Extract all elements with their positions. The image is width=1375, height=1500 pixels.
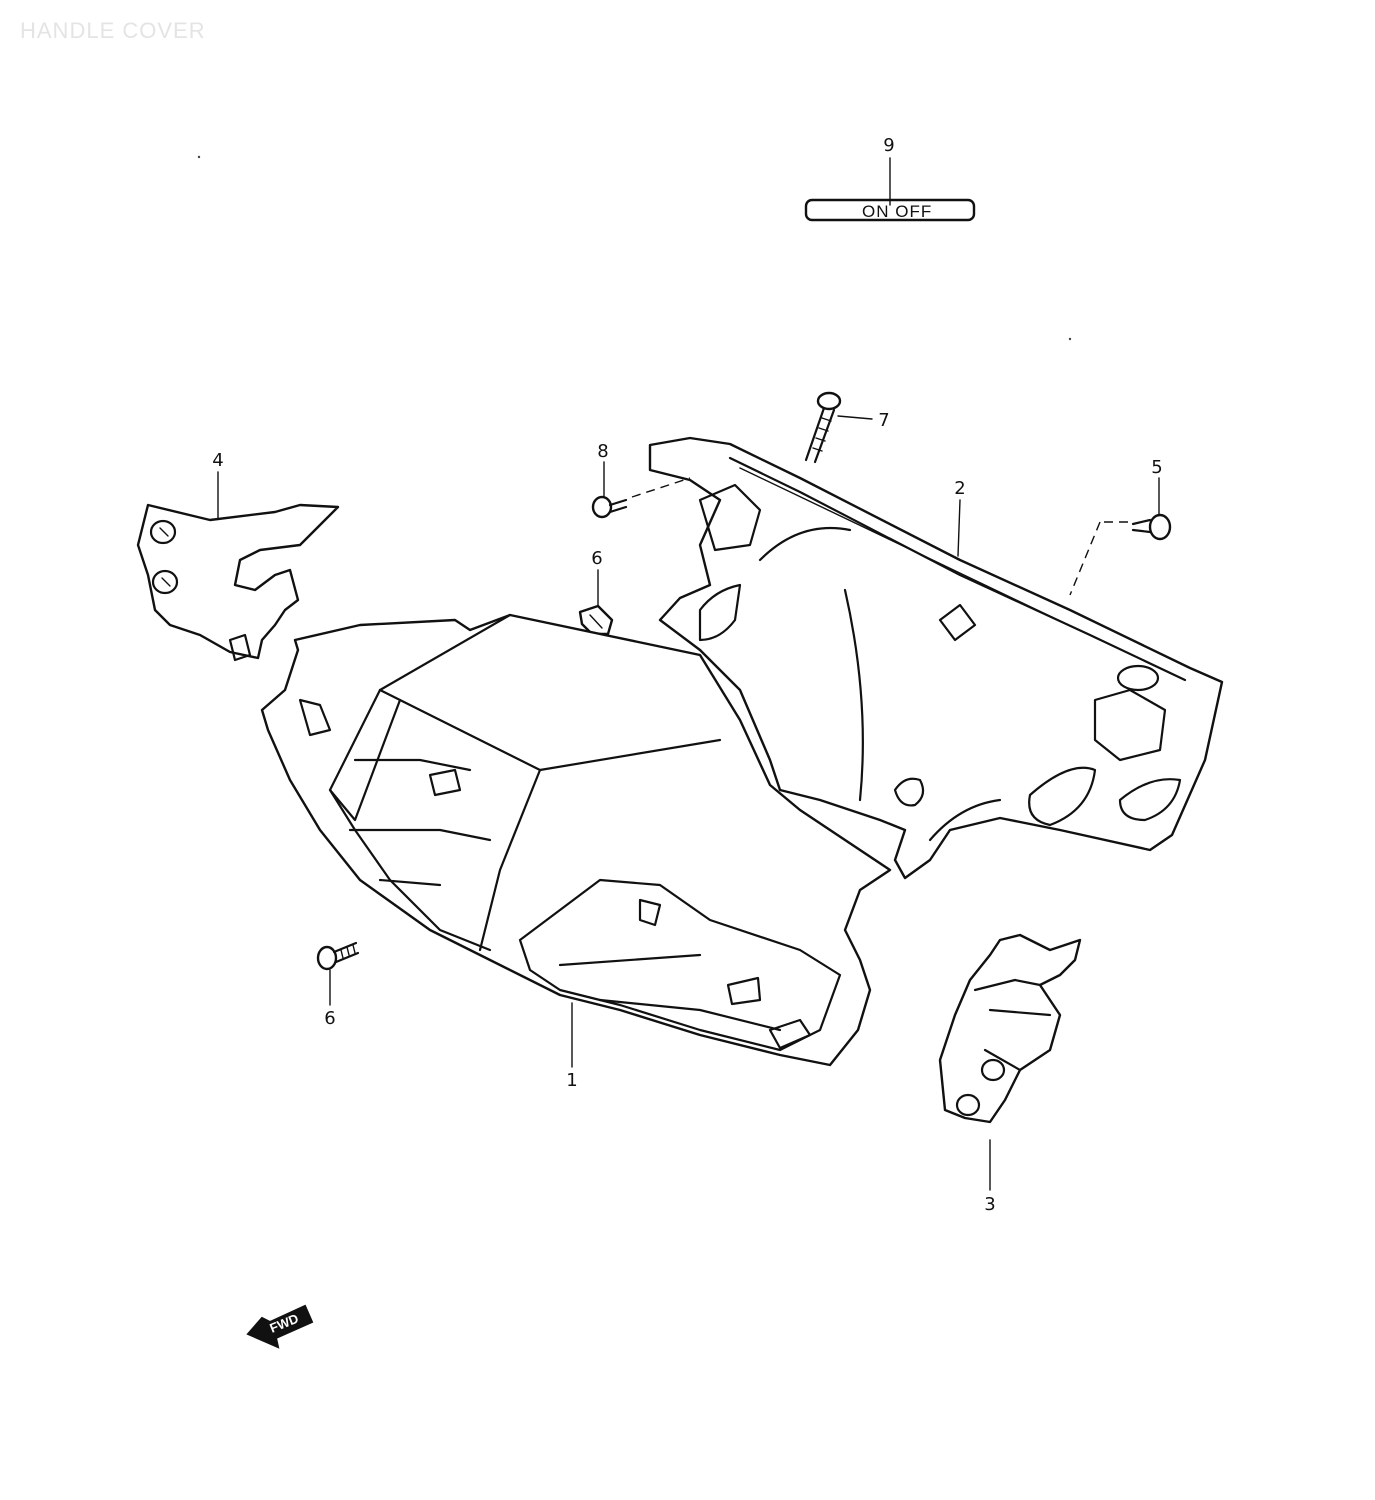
diagram-title: HANDLE COVER	[20, 18, 206, 43]
callout-2: 2	[954, 478, 965, 499]
callout-9: 9	[883, 135, 894, 156]
part-4-lower-cover[interactable]	[938, 933, 1082, 1124]
callout-7: 7	[878, 410, 889, 431]
part-1-front-cover[interactable]	[260, 613, 892, 1067]
part-2-rear-cover[interactable]	[648, 436, 1224, 880]
part-6-screw-left[interactable]	[316, 941, 360, 971]
callout-6-left: 6	[324, 1008, 335, 1029]
part-5-clip[interactable]	[578, 604, 614, 636]
plate-text: ON OFF	[862, 202, 932, 221]
part-7-screw[interactable]	[804, 391, 842, 464]
callout-1: 1	[566, 1070, 577, 1091]
callout-8: 8	[597, 441, 608, 462]
callout-5: 6	[591, 548, 602, 569]
fwd-arrow-icon: FWD	[246, 1304, 314, 1349]
part-3-bracket[interactable]	[136, 503, 340, 662]
part-6-screw-right[interactable]	[1131, 513, 1172, 541]
callout-6-right: 5	[1151, 457, 1162, 478]
part-8-screw[interactable]	[591, 495, 628, 519]
callout-3: 4	[212, 450, 223, 471]
callout-4: 3	[984, 1194, 995, 1215]
